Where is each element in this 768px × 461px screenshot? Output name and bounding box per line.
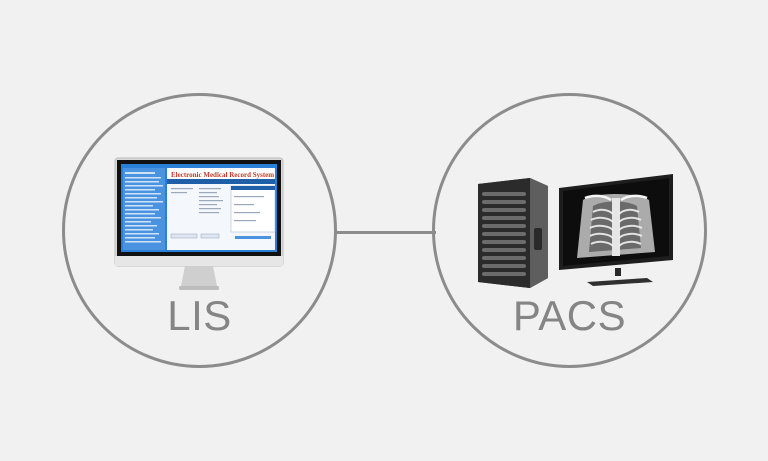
- lis-label: LIS: [167, 292, 232, 339]
- lis-node: Electronic Medical Record System: [62, 93, 337, 368]
- emr-title: Electronic Medical Record System: [171, 171, 274, 179]
- imac-computer-icon: Electronic Medical Record System: [114, 157, 284, 290]
- pacs-label: PACS: [512, 292, 627, 339]
- pacs-node: PACS: [432, 93, 707, 368]
- xray-monitor-icon: [559, 174, 673, 286]
- server-tower-icon: [478, 178, 548, 288]
- connector-line: [336, 231, 436, 234]
